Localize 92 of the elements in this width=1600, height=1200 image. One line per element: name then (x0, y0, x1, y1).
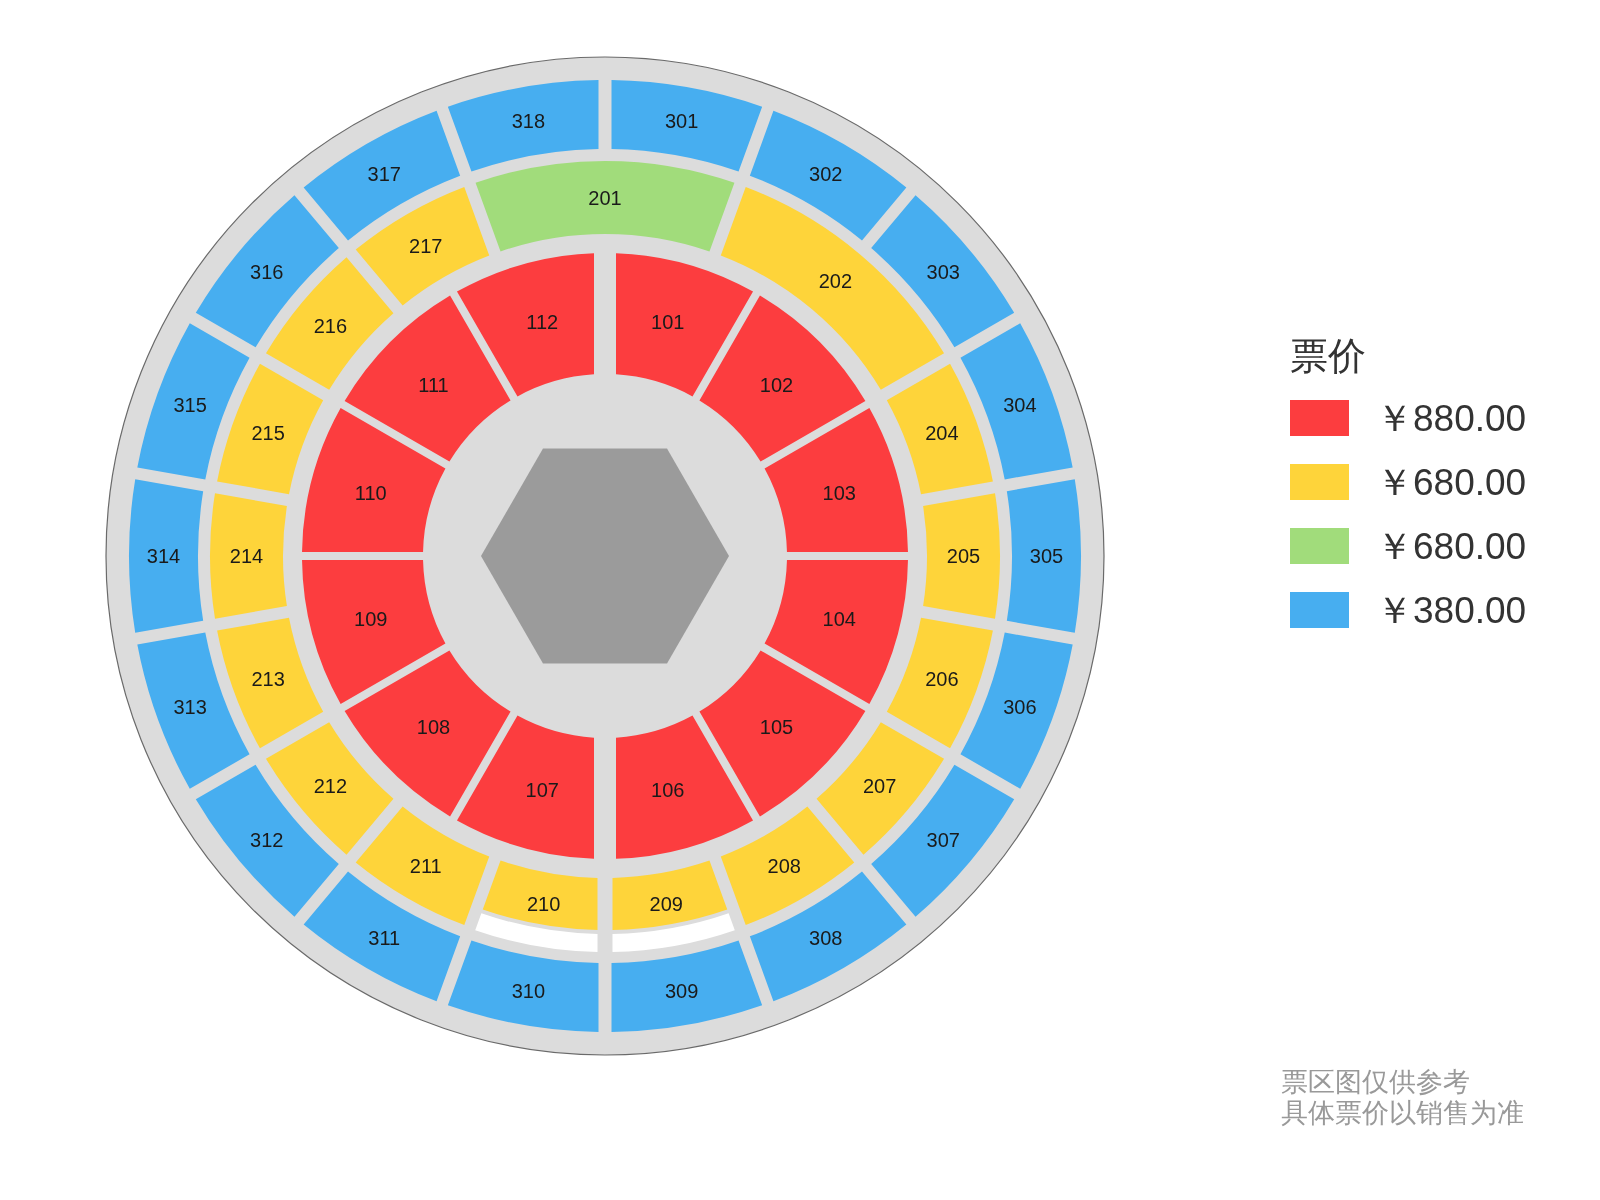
stage-hexagon (481, 448, 729, 664)
seating-section (699, 295, 866, 462)
section-number: 216 (313, 315, 348, 336)
seating-section (1006, 479, 1081, 633)
seating-section (217, 617, 324, 749)
seating-section (886, 617, 993, 749)
seating-section (137, 323, 250, 480)
section-number: 103 (822, 483, 856, 504)
seating-section (764, 407, 908, 552)
seating-section (616, 253, 754, 397)
section-number: 313 (173, 697, 207, 717)
seating-section (456, 253, 594, 397)
seating-section (137, 632, 250, 789)
section-number: 201 (588, 187, 622, 208)
section-number: 108 (416, 717, 451, 738)
legend-label: ￥880.00 (1376, 399, 1527, 437)
section-number: 207 (862, 776, 897, 797)
section-number: 304 (1003, 395, 1037, 415)
seating-section (616, 715, 754, 859)
section-number: 105 (759, 717, 794, 738)
section-number: 317 (367, 163, 401, 184)
section-number: 314 (146, 546, 181, 566)
seating-section (923, 493, 1000, 619)
seating-section (210, 493, 287, 619)
seating-section (611, 940, 763, 1032)
legend-label: ￥680.00 (1376, 527, 1527, 565)
seating-section (720, 806, 855, 926)
seating-section (129, 479, 204, 633)
section-number: 111 (418, 374, 449, 395)
section-number: 302 (809, 163, 843, 184)
section-number: 309 (664, 980, 699, 1001)
seating-section (960, 323, 1073, 480)
seating-section (447, 940, 599, 1032)
legend-label: ￥680.00 (1376, 463, 1527, 501)
seating-section (302, 407, 446, 552)
section-number: 112 (526, 311, 559, 332)
section-number: 109 (354, 608, 388, 629)
seating-section (482, 860, 598, 930)
section-number: 209 (649, 893, 683, 914)
seating-section (612, 860, 728, 930)
section-number: 205 (946, 546, 981, 566)
section-number: 307 (926, 829, 960, 850)
seating-section (886, 363, 993, 495)
seating-section (960, 632, 1073, 789)
seating-section (303, 871, 461, 1002)
seating-section (475, 161, 735, 252)
seating-section (344, 650, 511, 817)
section-number: 101 (651, 311, 685, 332)
section-number: 106 (651, 780, 685, 801)
section-number: 301 (664, 111, 699, 132)
seating-section (355, 806, 490, 926)
seating-section (611, 80, 763, 172)
section-number: 208 (767, 856, 801, 877)
section-number: 318 (511, 111, 545, 132)
seating-section (447, 80, 599, 172)
section-number: 305 (1029, 546, 1064, 566)
section-number: 306 (1003, 697, 1037, 717)
seating-section (355, 186, 490, 306)
section-number: 303 (926, 262, 960, 283)
note-text: 具体票价以销售为准 (1281, 1100, 1524, 1127)
seating-section (303, 110, 461, 241)
legend-label: ￥380.00 (1376, 591, 1527, 629)
section-number: 104 (822, 608, 856, 629)
section-number: 211 (409, 856, 442, 877)
section-number: 213 (251, 668, 285, 689)
note-text: 票区图仅供参考 (1281, 1069, 1470, 1096)
section-number: 107 (525, 780, 559, 801)
section-number: 210 (527, 893, 561, 914)
section-number: 212 (313, 776, 348, 797)
section-number: 202 (818, 271, 853, 292)
seating-section (871, 195, 1015, 348)
section-number: 312 (250, 829, 284, 850)
seating-section (302, 560, 446, 705)
seating-section (699, 650, 866, 817)
section-number: 214 (229, 546, 264, 566)
section-number: 217 (409, 235, 443, 256)
section-number: 316 (250, 262, 284, 283)
section-number: 315 (173, 395, 207, 415)
legend-title: 票价 (1290, 337, 1366, 375)
section-number: 311 (368, 928, 401, 949)
section-number: 310 (511, 980, 545, 1001)
seating-section (749, 871, 907, 1002)
section-number: 215 (251, 423, 285, 444)
section-number: 102 (759, 374, 794, 395)
section-number: 206 (925, 668, 959, 689)
section-number: 308 (809, 928, 843, 949)
seating-section (456, 715, 594, 859)
seating-section (217, 363, 324, 495)
section-number: 204 (925, 423, 959, 444)
seating-section (749, 110, 907, 241)
seating-section (764, 560, 908, 705)
section-number: 110 (354, 483, 387, 504)
